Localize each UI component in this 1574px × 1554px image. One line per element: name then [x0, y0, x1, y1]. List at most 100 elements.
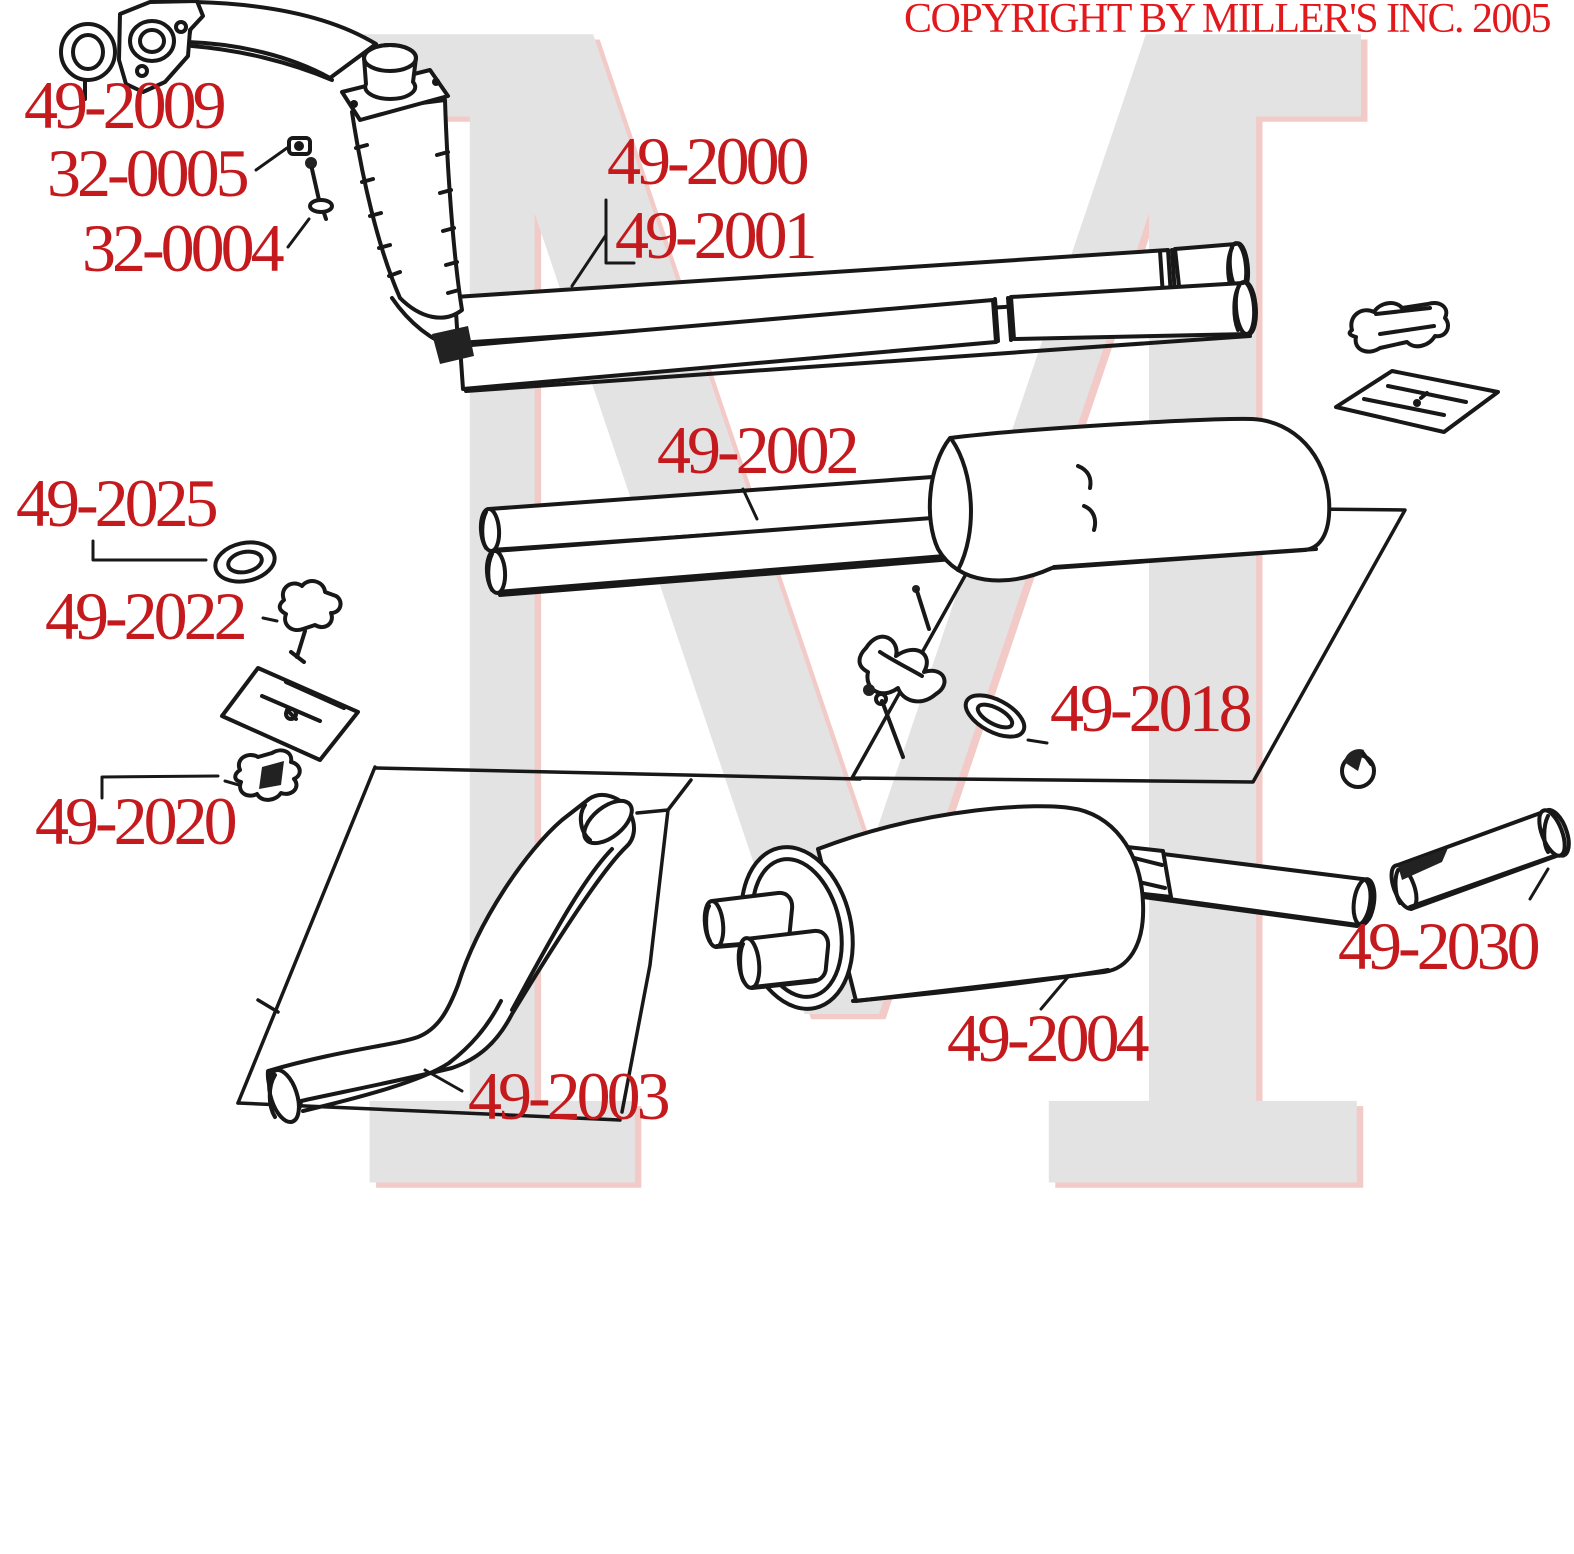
- mount-plate-hole: [1413, 399, 1421, 407]
- shared-panel-edge: [373, 766, 862, 781]
- part-label-49-2004: 49-2004: [947, 1000, 1150, 1076]
- leader-49-2000-49-2001: [570, 198, 636, 288]
- clamp-kit-49-2018: [857, 585, 1049, 759]
- lower-end-shadow: [1232, 284, 1241, 332]
- gasket-ring-inner: [71, 33, 105, 71]
- stub-upper-face-shadow: [704, 904, 712, 943]
- downpipe-upper-run: [186, 0, 378, 80]
- junction-dark-patch: [432, 326, 474, 364]
- oring-hole: [226, 549, 264, 575]
- clamp-band-stripe-1: [1132, 856, 1164, 867]
- mount-plate-tick: [1419, 391, 1429, 400]
- tailpipe-outline: [265, 793, 636, 1116]
- tailpipe-top-face: [582, 798, 634, 846]
- resonator-bottom-shadow: [1052, 547, 1318, 569]
- leader-49-2002: [741, 487, 759, 521]
- exhaust-parts-diagram: M: [16, 0, 1571, 1425]
- part-label-49-2000: 49-2000: [607, 123, 810, 199]
- part-label-49-2002: 49-2002: [657, 412, 860, 488]
- clamp-foot: [289, 650, 306, 664]
- barrel-bottom-shadow: [851, 968, 1110, 1003]
- part-label-49-2018: 49-2018: [1050, 670, 1253, 746]
- part-label-49-2001: 49-2001: [615, 197, 818, 273]
- stud-flange-bolt-1: [350, 100, 358, 108]
- exhaust-diagram-drawing: [59, 0, 1571, 1124]
- mid-assembly-49-2002: [478, 416, 1332, 597]
- downpipe-descending: [350, 98, 464, 320]
- flange-bore-outer: [128, 19, 176, 63]
- resonator-body: [927, 416, 1332, 583]
- downpipe-assembly: [59, 0, 474, 364]
- bolt-head-32-0004: [305, 157, 317, 169]
- part-label-49-2025: 49-2025: [16, 465, 219, 541]
- small-bolt: [915, 589, 931, 631]
- gasket-ring-49-2009: [59, 22, 117, 82]
- spring-clip-notch: [1361, 751, 1373, 766]
- leader-32-0005: [254, 146, 289, 172]
- bolt-washer: [308, 198, 334, 214]
- mount-clamp-detail: [1374, 306, 1436, 336]
- flange-hole-2: [135, 64, 149, 78]
- bolt-shaft: [310, 167, 321, 202]
- slotted-plate-tick: [285, 708, 298, 721]
- leader-32-0004: [286, 217, 311, 249]
- pipes-underline-shadow: [464, 334, 1252, 393]
- part-label-49-2022: 49-2022: [45, 578, 248, 654]
- grommet-hole: [975, 702, 1015, 730]
- tip-dark-wedge: [1398, 848, 1448, 880]
- washer: [863, 684, 875, 696]
- oring-49-2025: [213, 540, 277, 584]
- leader-49-2018: [1026, 738, 1049, 745]
- leader-49-2025: [91, 539, 208, 562]
- stud-flange-bolt-2: [432, 78, 440, 86]
- tailpipe-shadow-2: [510, 847, 614, 1012]
- part-label-49-2003: 49-2003: [468, 1058, 671, 1134]
- outlet-pipe-shadow: [1134, 894, 1359, 928]
- panel-outlines: [236, 504, 1407, 1122]
- leader-49-2022: [261, 616, 279, 623]
- leader-49-2003: [423, 1068, 464, 1093]
- lower-front-pipe: [458, 298, 998, 391]
- resonator-collar-2: [1082, 504, 1098, 532]
- bracket-diagonal: [570, 233, 608, 288]
- rear-muffler-49-2004: [702, 804, 1377, 1011]
- resonator-face-crease: [950, 438, 973, 572]
- upper-run-shadow: [190, 44, 334, 82]
- upper-right-parts: [1334, 301, 1500, 434]
- panel-tick: [256, 998, 280, 1014]
- leader-dash-49-2020: [223, 779, 241, 787]
- flex-ticks-right: [435, 150, 461, 295]
- leader-49-2004: [1039, 975, 1070, 1011]
- bracket-line: [604, 198, 636, 265]
- grommet-49-2018: [963, 693, 1027, 739]
- copyright-text: COPYRIGHT BY MILLER'S INC. 2005: [904, 0, 1551, 42]
- tip-49-2030: [1340, 749, 1571, 911]
- lower-sleeve-ring: [993, 296, 1013, 343]
- bottom-panel-right-edge: [620, 778, 693, 1114]
- tip-bottom-shadow: [1408, 854, 1556, 909]
- clamp-band-stripe-2: [1137, 880, 1167, 890]
- mount-clamp: [1347, 301, 1450, 354]
- front-pipes-49-2000-49-2001: [453, 241, 1258, 393]
- flex-ticks-left: [354, 143, 402, 278]
- bolt-tip: [322, 211, 328, 221]
- flange-hole-1: [174, 20, 188, 34]
- stud-top-face: [362, 43, 418, 73]
- clamp-stem: [295, 629, 307, 659]
- tailpipe-shadow-1: [301, 999, 503, 1113]
- tip-left-face-shadow: [1393, 868, 1402, 905]
- leader-49-2020: [100, 774, 220, 800]
- bracket-dark-band: [259, 761, 284, 789]
- tailpipe-49-2003: [265, 793, 636, 1124]
- tailpipe-top-face-shadow: [578, 803, 592, 842]
- part-label-49-2030: 49-2030: [1338, 908, 1541, 984]
- flange-bore-inner: [138, 28, 166, 54]
- spring-clip-dark: [1344, 749, 1364, 771]
- hanger-clamp-detail: [878, 650, 924, 678]
- outlet-end-shadow: [1367, 882, 1375, 921]
- nut-center: [294, 141, 304, 151]
- leader-49-2030: [1528, 867, 1550, 901]
- mid-upper-face-shadow: [480, 510, 488, 550]
- stub-lower-shadow: [751, 978, 818, 989]
- left-side-parts: [91, 539, 360, 802]
